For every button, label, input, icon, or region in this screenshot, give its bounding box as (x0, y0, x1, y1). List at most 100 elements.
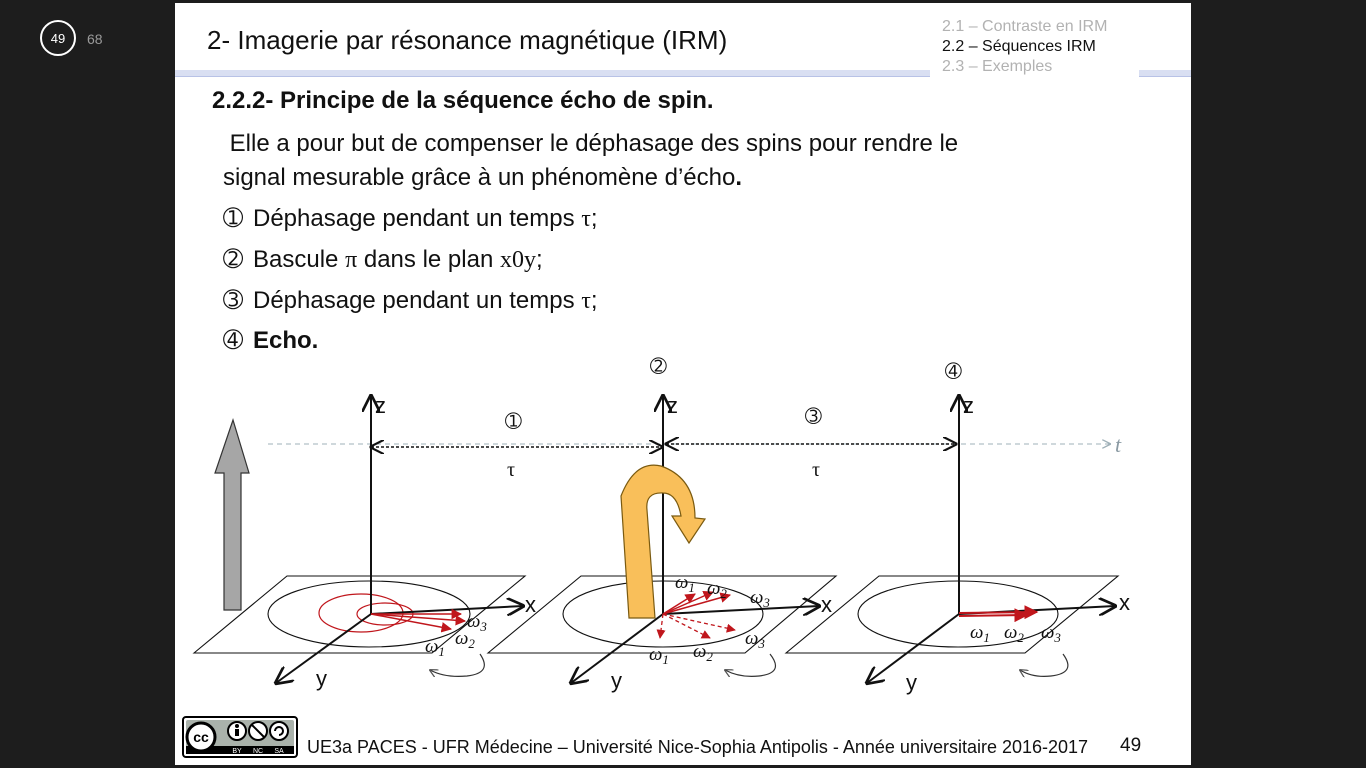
panel-2-spin-arrow-4 (662, 613, 736, 633)
panel-3-echo-arrow-1 (958, 605, 1039, 620)
panel-2-y-label: y (611, 668, 622, 693)
panel-1-x-label: x (525, 592, 536, 617)
panel-2-omega-1-bottom: ω1 (649, 644, 669, 667)
step-3-tail: ; (590, 287, 598, 314)
nav-item-sequences[interactable]: 2.2 – Séquences IRM (942, 38, 1096, 55)
page-number-badge[interactable]: 49 (40, 20, 76, 56)
nav-item-contraste[interactable]: 2.1 – Contraste en IRM (942, 18, 1108, 35)
panel-1-z-label: z (375, 393, 386, 418)
cc-icon: cc (193, 729, 209, 745)
step-3-text: Déphasage pendant un temps (253, 287, 582, 314)
step-4: ➃ Echo. (223, 326, 318, 355)
panel-2-omega-3-top: ω3 (750, 587, 770, 610)
panel-2-plane (486, 575, 838, 654)
cc-license-logo[interactable]: cc BY NC SA (182, 716, 298, 758)
cc-sa-label: SA (274, 748, 284, 755)
slide-header-title: 2- Imagerie par résonance magnétique (IR… (207, 25, 728, 55)
panel-1-spin-arrow-1 (370, 613, 467, 626)
step-1-symbol: τ (581, 206, 591, 232)
step-2-symbol: π (345, 247, 358, 273)
panel-2-omega-3-bottom: ω3 (745, 628, 765, 651)
intro-line-2-text: signal mesurable grâce à un phénomène d’… (223, 164, 736, 191)
tau-label-2: τ (812, 459, 820, 481)
step-2: ➁ Bascule π dans le plan x0y; (223, 245, 543, 274)
total-pages: 68 (87, 31, 103, 47)
step-1-tail: ; (590, 205, 598, 232)
step-3: ➂ Déphasage pendant un temps τ; (223, 286, 598, 315)
nav-item-exemples[interactable]: 2.3 – Exemples (942, 58, 1053, 75)
slide: 2- Imagerie par résonance magnétique (IR… (175, 3, 1191, 765)
step-4-text: Echo. (253, 327, 319, 354)
panel-3-plane (784, 575, 1120, 654)
step-3-number: ➂ (223, 287, 244, 314)
panel-2: z x y ω1 ω2 ω3 ω1 ω2 ω3 (486, 393, 838, 693)
intro-line-2-end: . (735, 164, 743, 191)
step-2-tail: ; (535, 246, 543, 273)
step-2-text: Bascule (253, 246, 346, 273)
panel-3-rotation-arrow (1020, 653, 1069, 676)
header-bar-right (1139, 70, 1191, 77)
diagram-marker-3: ➂ (805, 406, 822, 428)
panel-1-plane (192, 575, 527, 654)
panel-1-omega-3: ω3 (467, 611, 487, 634)
panel-2-spin-arrow-2 (662, 591, 714, 615)
panel-1: z x y ω1 ω2 ω3 (192, 393, 536, 691)
panel-1-y-axis (276, 613, 372, 683)
panel-1-x-axis (370, 606, 523, 614)
section-nav: 2.1 – Contraste en IRM 2.2 – Séquences I… (942, 17, 1107, 77)
panel-3-x-label: x (1119, 590, 1130, 615)
section-title: 2.2.2- Principe de la séquence écho de s… (212, 87, 714, 114)
b0-field-arrow (214, 418, 250, 611)
step-2-mid: dans le plan (357, 246, 500, 273)
panel-2-spin-arrow-1 (662, 592, 732, 615)
panel-2-x-label: x (821, 592, 832, 617)
cc-sa-icon (269, 721, 289, 741)
step-4-number: ➃ (223, 327, 244, 354)
panel-1-spin-arrow-3 (370, 613, 453, 633)
panel-2-omega-1-top: ω1 (675, 572, 695, 595)
diagram-marker-1: ➀ (505, 411, 522, 433)
panel-2-omega-2-top: ω2 (707, 578, 727, 601)
panel-2-spin-arrow-5 (662, 613, 711, 639)
step-2-number: ➁ (223, 246, 244, 273)
panel-1-omega-2: ω2 (455, 628, 475, 651)
panel-3: z x y ω1 ω2 ω3 (784, 393, 1130, 695)
panel-2-spin-arrow-3 (662, 593, 696, 615)
step-1-number: ➀ (223, 205, 244, 232)
cc-nc-label: NC (253, 748, 263, 755)
panel-3-y-axis (867, 613, 960, 683)
panel-2-y-axis (571, 613, 664, 683)
intro-line-2: signal mesurable grâce à un phénomène d’… (223, 161, 1123, 195)
panel-3-omega-2: ω2 (1004, 622, 1024, 645)
panel-3-y-label: y (906, 670, 917, 695)
intro-line-1: Elle a pour but de compenser le déphasag… (223, 130, 959, 157)
diagram-marker-2: ➁ (650, 356, 667, 378)
panel-1-omega-1: ω1 (425, 636, 445, 659)
step-3-symbol: τ (581, 288, 591, 314)
panel-3-echo-arrow-2 (958, 608, 1029, 623)
panel-3-z-label: z (963, 393, 974, 418)
spin-echo-diagram: t τ τ ➀ ➁ ➂ ➃ z x y ω1 ω2 ω3 (192, 356, 1130, 695)
panel-2-rotation-arrow (725, 653, 777, 676)
panel-3-omega-3: ω3 (1041, 622, 1061, 645)
panel-1-circle (267, 580, 471, 648)
panel-1-y-label: y (316, 666, 327, 691)
step-1: ➀ Déphasage pendant un temps τ; (223, 204, 598, 233)
step-1-text: Déphasage pendant un temps (253, 205, 582, 232)
cc-by-label: BY (232, 748, 242, 755)
intro-paragraph: Elle a pour but de compenser le déphasag… (223, 127, 1123, 195)
slide-page-number: 49 (1120, 735, 1142, 756)
panel-1-rotation-arrow (430, 653, 485, 676)
slide-footer: UE3a PACES - UFR Médecine – Université N… (307, 737, 1089, 757)
panel-2-z-label: z (667, 393, 678, 418)
pi-pulse-arrow (620, 464, 707, 619)
panel-2-spin-arrow-6 (656, 613, 666, 639)
panel-2-omega-2-bottom: ω2 (693, 641, 713, 664)
step-2-plane: x0y (499, 247, 536, 273)
panel-3-omega-1: ω1 (970, 622, 990, 645)
diagram-marker-4: ➃ (945, 361, 962, 383)
tau-label-1: τ (507, 459, 515, 481)
header-bar-left (175, 70, 930, 77)
panel-2-x-axis (662, 606, 819, 614)
time-axis-label: t (1115, 432, 1122, 457)
